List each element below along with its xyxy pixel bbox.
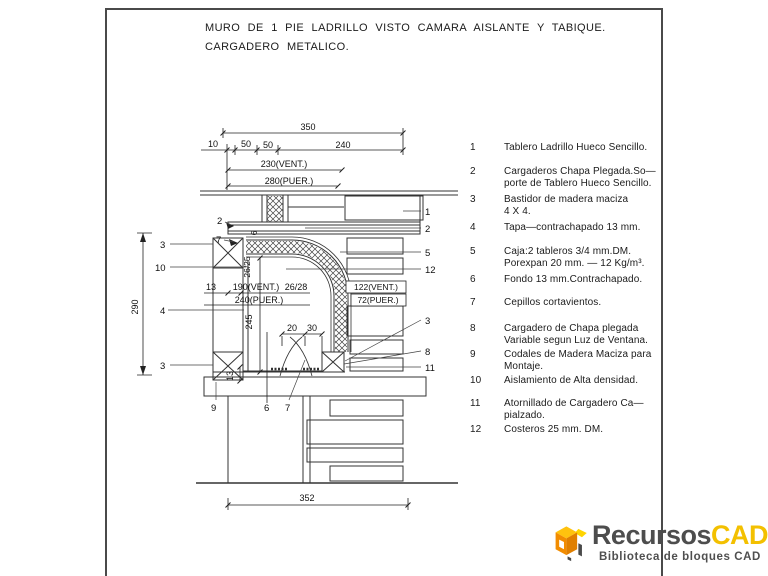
legend-item-text: Bastidor de madera maciza 4 X 4. xyxy=(504,194,629,217)
dimension-ticks xyxy=(220,130,411,508)
callout-12-right: 12 xyxy=(425,265,436,276)
legend-item-number: 5 xyxy=(470,246,476,257)
legend-item-text: Tablero Ladrillo Hueco Sencillo. xyxy=(504,142,648,153)
legend-item: 11 Atornillado de Cargadero Ca— pialzado… xyxy=(470,398,666,421)
legend-item: 8 Cargadero de Chapa plegada Variable se… xyxy=(470,323,666,346)
legend-item-number: 6 xyxy=(470,274,476,285)
legend-item-number: 1 xyxy=(470,142,476,153)
legend-item-number: 3 xyxy=(470,194,476,205)
dim-puer-width: 280(PUER.) xyxy=(265,176,314,186)
dim-6: 6 xyxy=(249,230,259,235)
dim-total-top: 350 xyxy=(300,122,315,132)
callout-leaders xyxy=(168,210,422,401)
callout-4-left: 4 xyxy=(160,306,165,317)
dim-puer-right: 72(PUER.) xyxy=(357,295,398,305)
dim-height-left: 290 xyxy=(130,299,140,314)
legend-item-number: 12 xyxy=(470,424,482,435)
legend-item-text: Cepillos cortavientos. xyxy=(504,297,602,308)
legend-item-text: Aislamiento de Alta densidad. xyxy=(504,375,639,386)
drawing-title: MURO DE 1 PIE LADRILLO VISTO CAMARA AISL… xyxy=(205,22,606,53)
legend-item: 1 Tablero Ladrillo Hueco Sencillo. xyxy=(470,142,666,154)
dim-frame-26-28: 26/28 xyxy=(285,282,308,292)
logo-brand-recursos: Recursos xyxy=(591,520,712,550)
callout-2-right: 2 xyxy=(425,224,430,235)
dim-vent-right: 122(VENT.) xyxy=(354,282,398,292)
dim-20: 20 xyxy=(287,323,297,333)
recursoscad-logo[interactable]: RecursosCAD Biblioteca de bloques CAD xyxy=(552,510,768,574)
callout-2-left: 2 xyxy=(217,216,222,227)
legend-item-number: 9 xyxy=(470,349,476,360)
dim-seg2: 50 xyxy=(241,139,251,149)
dim-puer-height: 240(PUER.) xyxy=(235,295,284,305)
legend-item: 6 Fondo 13 mm.Contrachapado. xyxy=(470,274,666,286)
boxed-dimensions xyxy=(345,280,407,307)
legend-item: 12 Costeros 25 mm. DM. xyxy=(470,424,666,436)
legend-item: 2 Cargaderos Chapa Plegada.So— porte de … xyxy=(470,166,666,189)
legend-item-number: 8 xyxy=(470,323,476,334)
logo-text: RecursosCAD Biblioteca de bloques CAD xyxy=(592,521,768,563)
legend-item-number: 10 xyxy=(470,375,482,386)
callout-8-right: 8 xyxy=(425,347,430,358)
callout-5-right: 5 xyxy=(425,248,430,259)
logo-tagline: Biblioteca de bloques CAD xyxy=(598,551,761,563)
dim-inner-height: 245 xyxy=(244,314,254,329)
dim-frame-26-25: 26/25 xyxy=(242,256,252,278)
callout-6-bottom: 6 xyxy=(264,403,269,414)
dim-30: 30 xyxy=(307,323,317,333)
dim-vent-height: 190(VENT.) xyxy=(233,282,280,292)
callout-10-left: 10 xyxy=(155,263,166,274)
logo-brand-cad: CAD xyxy=(711,520,768,550)
legend-item-text: Cargadero de Chapa plegada Variable segu… xyxy=(504,323,649,346)
drawing-frame-border xyxy=(105,8,663,576)
dim-13-left: 13 xyxy=(206,282,216,292)
callout-7-bottom: 7 xyxy=(285,403,290,414)
legend-item-number: 11 xyxy=(470,398,481,409)
callout-3-upper-left: 3 xyxy=(160,240,165,251)
legend-item-text: Atornillado de Cargadero Ca— pialzado. xyxy=(504,398,644,421)
callout-7-left: 7 xyxy=(216,235,221,246)
dim-seg4: 240 xyxy=(335,140,350,150)
legend-item-number: 2 xyxy=(470,166,476,177)
legend-item: 9 Codales de Madera Maciza para Montaje. xyxy=(470,349,666,372)
legend-item-text: Caja:2 tableros 3/4 mm.DM. Porexpan 20 m… xyxy=(504,246,645,269)
insulation-hatch xyxy=(267,196,283,222)
legend-item-number: 4 xyxy=(470,222,476,233)
dim-seg3: 50 xyxy=(263,140,273,150)
title-line-2: CARGADERO METALICO. xyxy=(205,41,350,53)
wall-section-lines xyxy=(196,190,458,484)
legend-item-text: Cargaderos Chapa Plegada.So— porte de Ta… xyxy=(504,166,656,189)
legend-item: 10 Aislamiento de Alta densidad. xyxy=(470,375,666,387)
legend-item: 3 Bastidor de madera maciza 4 X 4. xyxy=(470,194,666,217)
dim-seg1: 10 xyxy=(208,139,218,149)
callout-1-right: 1 xyxy=(425,207,430,218)
legend-item: 7 Cepillos cortavientos. xyxy=(470,297,666,309)
legend-item-text: Tapa—contrachapado 13 mm. xyxy=(504,222,641,233)
callout-3-lower-left: 3 xyxy=(160,361,165,372)
logo-cube-icon xyxy=(555,526,587,562)
dim-13-bottom: 13 xyxy=(225,371,235,381)
legend-item: 5 Caja:2 tableros 3/4 mm.DM. Porexpan 20… xyxy=(470,246,666,269)
legend-item-text: Costeros 25 mm. DM. xyxy=(504,424,604,435)
dim-vent-width: 230(VENT.) xyxy=(261,159,308,169)
callout-9-bottom: 9 xyxy=(211,403,216,414)
legend-item-text: Fondo 13 mm.Contrachapado. xyxy=(504,274,643,285)
logo-brand: RecursosCAD xyxy=(592,521,768,549)
legend-item-number: 7 xyxy=(470,297,476,308)
title-line-1: MURO DE 1 PIE LADRILLO VISTO CAMARA AISL… xyxy=(205,22,606,34)
callout-3-right: 3 xyxy=(425,316,430,327)
draft-brushes xyxy=(271,336,319,377)
dim-total-bottom: 352 xyxy=(299,493,314,503)
callout-11-right: 11 xyxy=(425,363,435,374)
legend-item-text: Codales de Madera Maciza para Montaje. xyxy=(504,349,652,372)
legend-item: 4 Tapa—contrachapado 13 mm. xyxy=(470,222,666,234)
